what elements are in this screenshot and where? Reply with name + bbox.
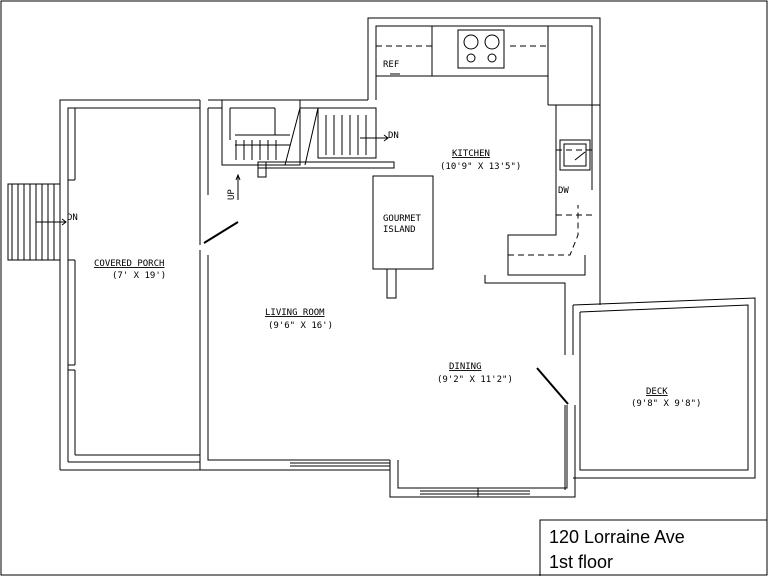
main-stairs-dn-label: DN bbox=[388, 131, 399, 141]
dw-label: DW bbox=[558, 186, 569, 196]
dining-door bbox=[536, 367, 569, 405]
deck-name: DECK bbox=[646, 387, 668, 397]
dining-name: DINING bbox=[449, 362, 482, 372]
living-room-name: LIVING ROOM bbox=[265, 308, 325, 318]
ref-label: REF bbox=[383, 60, 399, 70]
island-label-1: GOURMET bbox=[383, 214, 422, 224]
island-label-2: ISLAND bbox=[383, 225, 416, 235]
stove-icon bbox=[457, 29, 505, 69]
deck-walls bbox=[572, 297, 756, 479]
kitchen-walls bbox=[367, 17, 601, 276]
kitchen-name: KITCHEN bbox=[452, 149, 490, 159]
dining-dims: (9'2" X 11'2") bbox=[437, 375, 513, 385]
porch-walls bbox=[59, 99, 200, 471]
main-stairs bbox=[221, 99, 395, 200]
porch-steps bbox=[7, 183, 67, 261]
porch-name: COVERED PORCH bbox=[94, 259, 164, 269]
title-address: 120 Lorraine Ave bbox=[549, 527, 685, 547]
sink-icon bbox=[559, 139, 591, 171]
living-door bbox=[203, 221, 239, 244]
porch-steps-dn-label: DN bbox=[67, 213, 78, 223]
gourmet-island bbox=[372, 175, 434, 299]
kitchen-dims: (10'9" X 13'5") bbox=[440, 162, 521, 172]
porch-dims: (7' X 19') bbox=[112, 271, 166, 281]
title-block: 120 Lorraine Ave 1st floor bbox=[539, 519, 767, 576]
main-stairs-up-label: UP bbox=[227, 189, 237, 200]
title-floor: 1st floor bbox=[549, 552, 613, 572]
deck-dims: (9'8" X 9'8") bbox=[631, 399, 701, 409]
living-room-dims: (9'6" X 16') bbox=[268, 321, 333, 331]
